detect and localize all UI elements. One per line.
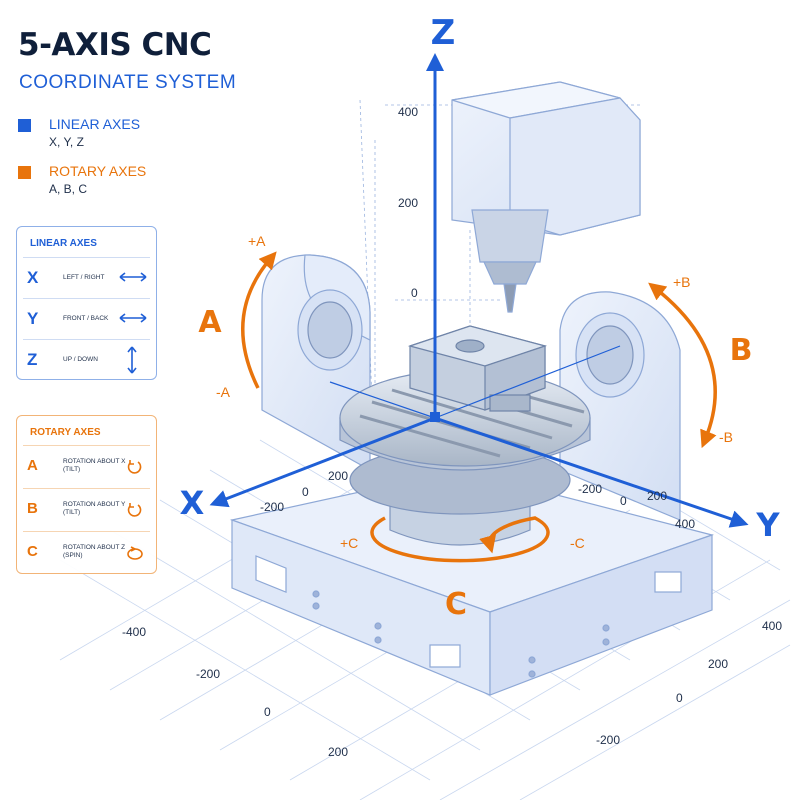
rotation-arrow-icon — [125, 458, 143, 476]
rotation-arrow-icon — [125, 501, 143, 519]
axis-description: LEFT / RIGHT — [63, 274, 104, 282]
linear-color-swatch — [18, 119, 31, 132]
floor-tick-label: 400 — [762, 619, 782, 633]
linear-axes-panel: LINEAR AXES X LEFT / RIGHT Y FRONT / BAC… — [16, 226, 157, 380]
rotary-axis-row-c: C ROTATION ABOUT Z(SPIN) — [17, 531, 156, 573]
axis-description: UP / DOWN — [63, 356, 98, 364]
axis-description: ROTATION ABOUT Y(TILT) — [63, 501, 125, 517]
legend-linear-subtitle: X, Y, Z — [49, 136, 84, 148]
floor-tick-label: -200 — [196, 667, 220, 681]
rotary-axis-row-b: B ROTATION ABOUT Y(TILT) — [17, 488, 156, 530]
rotary-axis-row-a: A ROTATION ABOUT X(TILT) — [17, 445, 156, 487]
y-tick-label: 0 — [620, 494, 627, 508]
linear-axis-row-x: X LEFT / RIGHT — [17, 257, 156, 297]
rotary-color-swatch — [18, 166, 31, 179]
plus-c-label: +C — [340, 535, 358, 551]
floor-tick-label: 0 — [264, 705, 271, 719]
z-axis-label: Z — [431, 13, 456, 53]
x-tick-label: 0 — [302, 485, 309, 499]
plus-b-label: +B — [673, 274, 691, 290]
minus-b-label: -B — [719, 429, 733, 445]
axis-letter: Y — [27, 310, 38, 327]
y-tick-label: -200 — [578, 482, 602, 496]
axis-description: ROTATION ABOUT X(TILT) — [63, 458, 125, 474]
rotary-panel-title: ROTARY AXES — [30, 428, 101, 438]
x-axis-label: X — [180, 484, 205, 522]
minus-a-label: -A — [216, 384, 231, 400]
axis-letter: Z — [27, 351, 37, 368]
linear-axis-row-z: Z UP / DOWN — [17, 339, 156, 379]
floor-tick-label: 200 — [328, 745, 348, 759]
linear-panel-title: LINEAR AXES — [30, 239, 97, 249]
floor-tick-label: -200 — [596, 733, 620, 747]
axis-letter: B — [27, 501, 38, 516]
z-tick-label: 200 — [398, 196, 418, 210]
page-title: 5-AXIS CNC — [18, 30, 211, 61]
floor-tick-label: 200 — [708, 657, 728, 671]
axis-description: ROTATION ABOUT Z(SPIN) — [63, 544, 125, 560]
rotation-arrow-icon — [125, 544, 145, 562]
y-tick-label: 400 — [675, 517, 695, 531]
z-tick-label: 0 — [411, 286, 418, 300]
y-tick-label: 200 — [647, 489, 667, 503]
axis-letter: C — [27, 544, 38, 559]
rotary-axes-panel: ROTARY AXES A ROTATION ABOUT X(TILT) B R… — [16, 415, 157, 574]
x-tick-label: -200 — [260, 500, 284, 514]
horizontal-double-arrow-icon — [118, 270, 148, 284]
legend-rotary-title: ROTARY AXES — [49, 164, 146, 178]
b-axis-label: B — [730, 333, 753, 368]
plus-a-label: +A — [248, 233, 266, 249]
axis-letter: A — [27, 458, 38, 473]
origin-marker — [430, 412, 440, 422]
y-axis-label: Y — [755, 506, 780, 544]
page-subtitle: COORDINATE SYSTEM — [19, 73, 236, 92]
a-axis-label: A — [198, 305, 222, 340]
floor-tick-label: -400 — [122, 625, 146, 639]
linear-axis-row-y: Y FRONT / BACK — [17, 298, 156, 338]
axis-description: FRONT / BACK — [63, 315, 108, 323]
axis-letter: X — [27, 269, 38, 286]
floor-tick-label: 0 — [676, 691, 683, 705]
x-tick-label: 200 — [328, 469, 348, 483]
minus-c-label: -C — [570, 535, 585, 551]
legend-linear-title: LINEAR AXES — [49, 117, 140, 131]
vertical-double-arrow-icon — [125, 345, 139, 375]
horizontal-double-arrow-icon — [118, 311, 148, 325]
c-axis-label: C — [445, 587, 467, 622]
legend-rotary-subtitle: A, B, C — [49, 183, 87, 195]
spindle-head — [452, 82, 640, 312]
z-tick-label: 400 — [398, 105, 418, 119]
